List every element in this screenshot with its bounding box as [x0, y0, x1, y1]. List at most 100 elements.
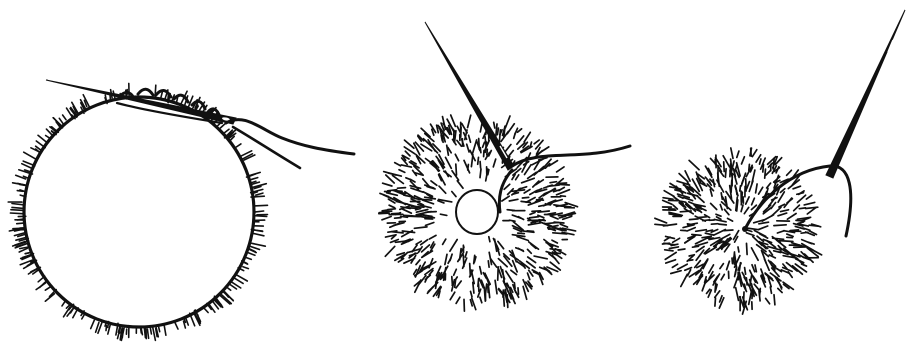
fur-bristle [734, 257, 735, 264]
fur-bristle [254, 205, 268, 206]
fur-bristle [469, 135, 471, 142]
fur-bristle [59, 118, 63, 124]
fur-bristle [480, 124, 482, 132]
fur-bristle [559, 183, 567, 184]
fur-bristle [717, 180, 724, 192]
fur-bristle [518, 288, 519, 294]
fur-bristle [550, 182, 556, 183]
fur-bristle [728, 218, 733, 221]
fur-ball-icon [655, 148, 822, 314]
fur-bristle [426, 212, 432, 213]
fur-bristle [793, 186, 800, 189]
fur-bristle [473, 140, 477, 153]
fur-bristle [778, 213, 787, 216]
fur-bristle [690, 219, 699, 220]
fur-bristle [498, 241, 504, 248]
fur-bristle [450, 254, 452, 260]
fur-bristle [416, 260, 420, 265]
fur-bristle [737, 200, 738, 211]
fur-bristle [480, 169, 481, 178]
fur-bristle [425, 197, 436, 199]
fur-bristle [383, 183, 392, 186]
fur-bristle [696, 230, 707, 232]
fur-bristle [727, 261, 730, 270]
fur-bristle [765, 169, 766, 178]
fur-bristle [415, 280, 421, 292]
fur-bristle [763, 165, 764, 173]
fur-bristle [401, 165, 411, 167]
panel-step-3 [655, 10, 905, 314]
fur-bristle [710, 189, 712, 196]
fur-bristle [797, 195, 805, 202]
fur-bristle [715, 283, 716, 292]
fur-bristle [429, 235, 436, 239]
fur-bristle [483, 142, 485, 147]
fur-bristle [465, 252, 467, 257]
fur-bristle [735, 268, 737, 276]
fur-bristle [505, 145, 511, 153]
fur-bristle [557, 167, 564, 172]
fur-bristle [741, 205, 743, 212]
fur-bristle [24, 152, 35, 159]
fur-bristle [256, 193, 263, 195]
fur-bristle [253, 233, 264, 236]
fur-bristle [681, 274, 688, 286]
fur-bristle [559, 184, 569, 185]
fur-bristle [456, 281, 461, 288]
fur-bristle [439, 186, 446, 193]
fur-bristle [724, 162, 725, 172]
fur-bristle [752, 265, 755, 272]
fur-bristle [421, 240, 428, 245]
fur-bristle [427, 187, 435, 189]
fur-bristle [529, 217, 538, 218]
fur-bristle [404, 195, 414, 197]
fur-bristle [693, 246, 699, 247]
fur-bristle [774, 295, 775, 305]
fur-bristle [530, 213, 535, 215]
fur-bristle [416, 241, 421, 244]
fur-bristle [389, 205, 395, 208]
fur-bristle [714, 219, 726, 221]
fur-bristle [17, 223, 26, 224]
puff-center-hole [456, 190, 498, 234]
fur-bristle [519, 187, 527, 189]
fur-bristle [452, 192, 456, 197]
fur-bristle [255, 216, 267, 217]
fur-bristle [787, 214, 796, 220]
fur-bristle [529, 270, 533, 276]
fur-bristle [146, 328, 147, 339]
fur-bristle [40, 280, 48, 287]
fur-bristle [703, 220, 710, 221]
fur-bristle [485, 137, 486, 146]
fur-bristle [735, 185, 737, 191]
fur-bristle [91, 320, 95, 328]
fur-bristle [253, 196, 264, 197]
fur-bristle [468, 115, 471, 127]
fur-bristle [762, 215, 773, 221]
fur-bristle [747, 182, 750, 189]
fur-bristle [441, 135, 442, 141]
fur-bristle [751, 205, 756, 209]
fur-bristle [759, 226, 768, 229]
fur-bristle [105, 95, 106, 101]
fur-bristle [452, 171, 459, 180]
fur-bristle [243, 267, 249, 269]
fur-bristle [186, 318, 188, 325]
fur-bristle [18, 183, 25, 185]
fur-bristle [486, 284, 487, 294]
fur-bristle [713, 179, 714, 186]
fur-bristle [524, 132, 530, 142]
fur-bristle [669, 247, 678, 249]
fur-bristle [494, 122, 495, 128]
fur-bristle [725, 209, 729, 214]
fur-bristle [787, 170, 792, 175]
fur-bristle [507, 295, 508, 308]
fur-bristle [720, 264, 724, 269]
fur-bristle [790, 230, 798, 231]
fur-bristle [46, 129, 52, 136]
fur-puff-icon [379, 115, 578, 311]
fur-bristle [685, 239, 691, 243]
fur-bristle [36, 141, 45, 148]
fur-bristle [405, 151, 410, 156]
fur-bristle [699, 217, 707, 218]
